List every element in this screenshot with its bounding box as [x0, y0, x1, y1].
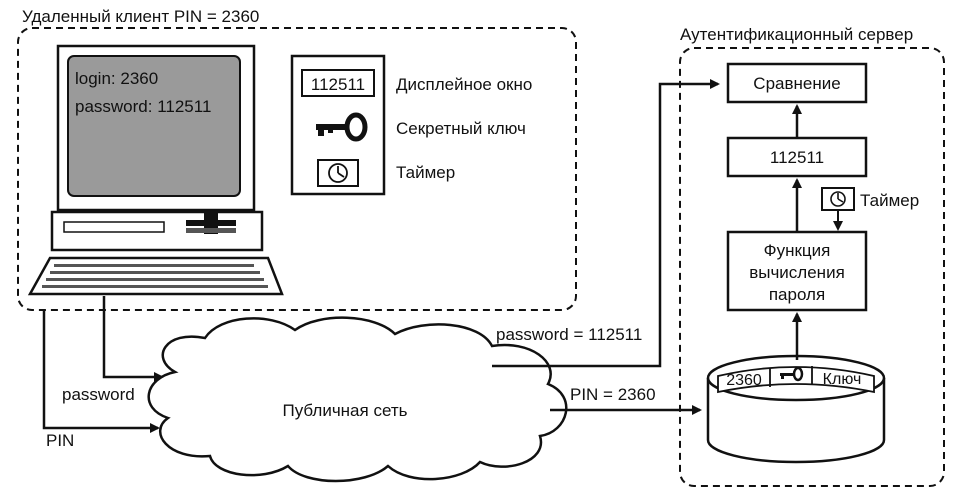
- function-line3: пароля: [769, 285, 825, 304]
- database-cylinder: [706, 354, 886, 464]
- password-arrow: [102, 296, 164, 382]
- network-cloud: [147, 316, 568, 483]
- password-value-label: password = 112511: [496, 325, 642, 344]
- compare-box: [726, 62, 868, 104]
- pin-value-label: PIN = 2360: [570, 385, 656, 404]
- db-key-label: Ключ: [823, 371, 862, 388]
- token-display-value: 112511: [311, 75, 365, 94]
- timer-icon: [317, 159, 359, 187]
- cloud-label: Публичная сеть: [283, 401, 408, 420]
- server-frame: [679, 47, 945, 487]
- token-display-label: Дисплейное окно: [396, 75, 532, 94]
- compare-label: Сравнение: [753, 74, 840, 93]
- pin-arrow-label: PIN: [46, 431, 74, 450]
- key-icon: [316, 112, 368, 142]
- db-pin: 2360: [726, 372, 762, 389]
- function-line2: вычисления: [749, 263, 845, 282]
- token-key-label: Секретный ключ: [396, 119, 526, 138]
- screen-password: password: 112511: [75, 97, 211, 116]
- screen-login: login: 2360: [75, 69, 158, 88]
- computed-value: 112511: [770, 148, 824, 167]
- token-display: [301, 69, 375, 97]
- db-key-icon: [780, 366, 804, 382]
- pin-arrow: [42, 310, 160, 433]
- server-title: Аутентификационный сервер: [680, 25, 913, 44]
- server-timer-icon: [821, 187, 855, 211]
- computer-icon: [27, 44, 284, 296]
- token-timer-label: Таймер: [396, 163, 455, 182]
- monitor-screen: [67, 55, 241, 197]
- password-arrow-label: password: [62, 385, 135, 404]
- function-box: [726, 230, 868, 312]
- server-timer-label: Таймер: [860, 191, 919, 210]
- client-title: Удаленный клиент PIN = 2360: [22, 7, 259, 26]
- function-line1: Функция: [764, 241, 831, 260]
- client-frame: [17, 27, 577, 311]
- password-to-server-arrow: [492, 79, 720, 368]
